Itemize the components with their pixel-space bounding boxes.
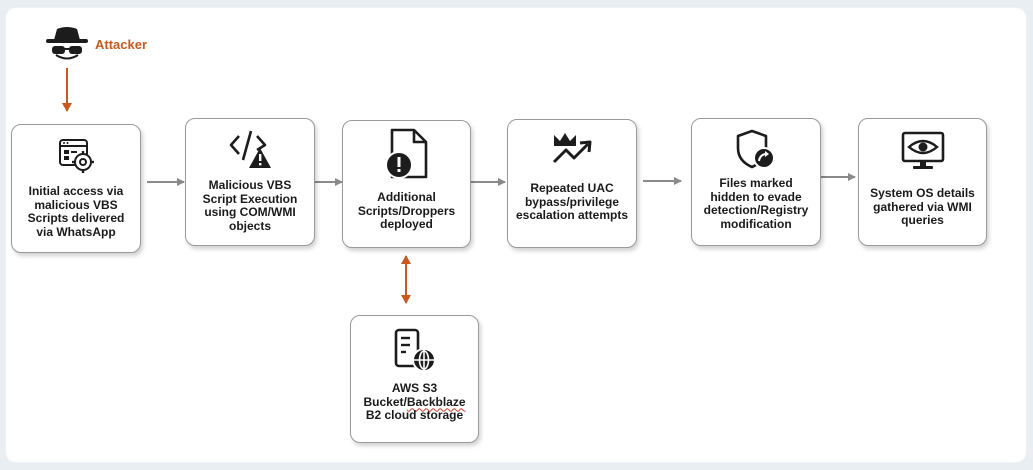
step-text: Malicious VBS Script Execution using COM…: [202, 178, 298, 233]
storage-line2b: Backblaze: [406, 394, 466, 409]
step-os-details: System OS details gathered via WMI queri…: [858, 118, 987, 246]
step-hidden-files: Files marked hidden to evade detection/R…: [691, 118, 821, 246]
code-warning-icon: [229, 130, 271, 168]
step-uac-bypass: Repeated UAC bypass/privilege escalation…: [507, 119, 637, 248]
step-droppers: Additional Scripts/Droppers deployed: [342, 120, 471, 248]
step-text: Additional Scripts/Droppers deployed: [357, 190, 456, 231]
storage-line2a: Bucket/: [363, 394, 407, 409]
storage-text: AWS S3 Bucket/Backblaze B2 cloud storage: [357, 381, 471, 423]
step-text: Initial access via malicious VBS Scripts…: [27, 184, 125, 239]
file-alert-icon: [384, 128, 427, 179]
step-initial-access: Initial access via malicious VBS Scripts…: [11, 124, 141, 253]
crown-trend-up-icon: [552, 133, 592, 164]
attacker-label: Attacker: [95, 37, 148, 52]
storage-line3: B2 cloud storage: [365, 408, 464, 422]
monitor-eye-icon: [901, 131, 944, 169]
shield-redirect-icon: [736, 129, 775, 169]
cloud-storage-node: AWS S3 Bucket/Backblaze B2 cloud storage: [350, 315, 479, 443]
dashboard-gear-icon: [59, 139, 94, 173]
step-text: System OS details gathered via WMI queri…: [870, 186, 975, 227]
storage-line1: AWS S3: [391, 381, 438, 395]
step-vbs-execution: Malicious VBS Script Execution using COM…: [185, 118, 315, 246]
step-text: Repeated UAC bypass/privilege escalation…: [515, 181, 629, 222]
server-globe-icon: [394, 328, 436, 372]
step-text: Files marked hidden to evade detection/R…: [703, 176, 809, 231]
spy-icon: [46, 27, 88, 60]
